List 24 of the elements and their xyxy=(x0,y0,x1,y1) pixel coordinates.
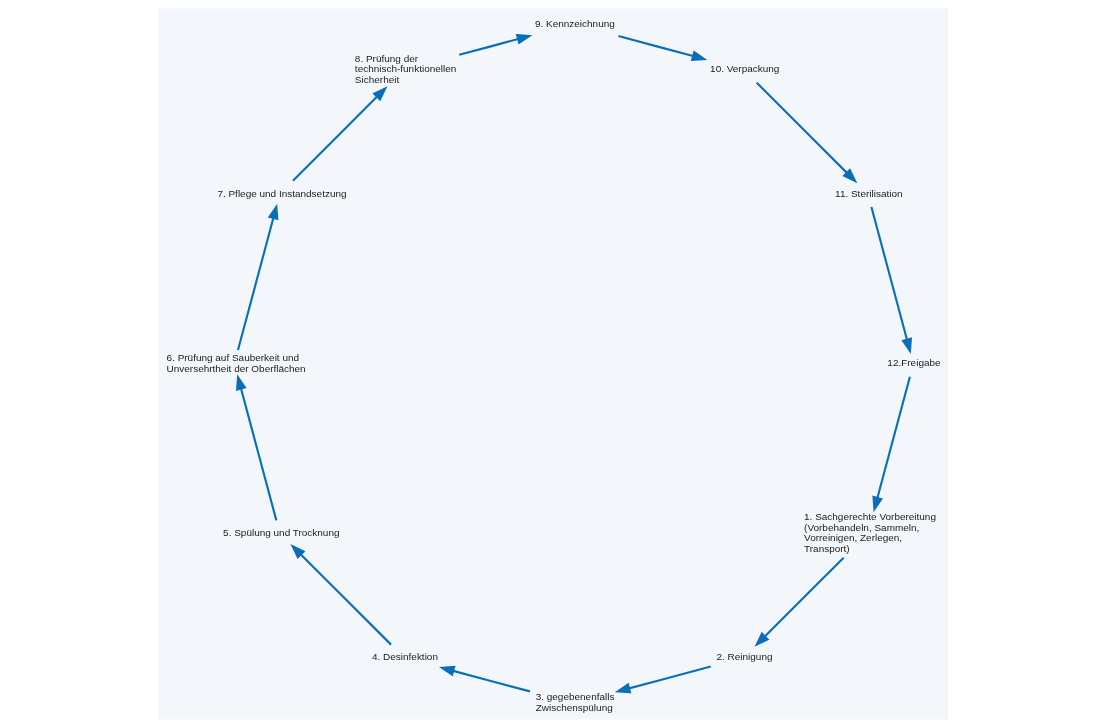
arrow xyxy=(292,86,388,182)
node-text: 2. Reinigung xyxy=(716,651,773,663)
node-text: 9. Kennzeichnung xyxy=(534,17,615,29)
node-text: 7. Pflege und Instandsetzung xyxy=(217,187,347,199)
node-text: 1. Sachgerechte Vorbereitung (Vorbehandeln, Sammeln, Vorreinigen, Zerlegen, Transport) xyxy=(804,511,936,555)
node-text: 3. gegebenenfalls Zwischenspülung xyxy=(535,691,615,714)
node-text: 11. Sterilisation xyxy=(835,187,903,199)
arrow xyxy=(870,206,913,354)
arrow xyxy=(438,665,531,693)
arrow xyxy=(618,35,708,62)
node-text: 5. Spülung und Trocknung xyxy=(223,527,340,539)
arrow xyxy=(290,544,392,646)
arrow xyxy=(754,556,845,647)
node-text: 4. Desinfektion xyxy=(372,651,438,663)
arrow xyxy=(236,203,279,351)
node-text: 6. Prüfung auf Sauberkeit und Unversehrtheit der Oberflächen xyxy=(166,351,306,374)
arrow xyxy=(235,374,278,521)
arrow xyxy=(755,81,858,184)
node-text: 10. Verpackung xyxy=(710,63,780,75)
node-text: 8. Prüfung der technisch-funktionellen Sicherheit xyxy=(354,52,457,85)
node-text: 12.Freigabe xyxy=(887,357,941,369)
arrow xyxy=(872,376,911,513)
arrow xyxy=(614,665,711,694)
arrow xyxy=(458,34,533,56)
